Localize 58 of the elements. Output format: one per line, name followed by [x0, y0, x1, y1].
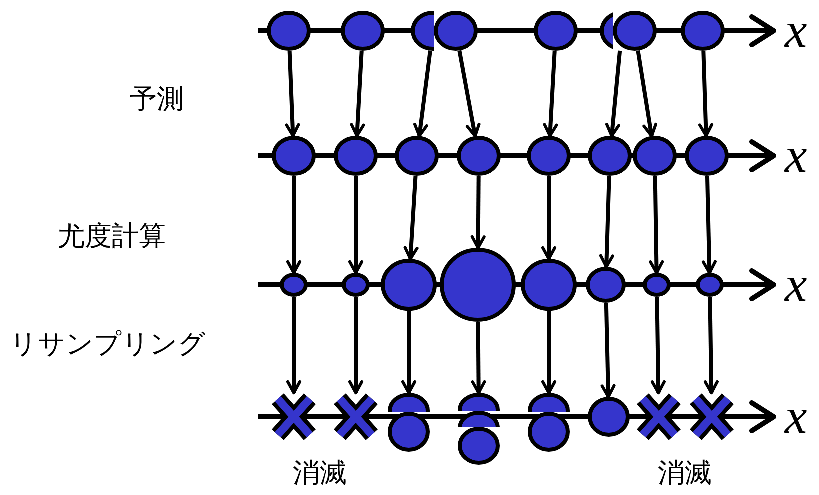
- cross-mark: [270, 391, 318, 443]
- arrow: [285, 50, 300, 138]
- arrow: [542, 176, 556, 260]
- arrow: [414, 50, 432, 138]
- arrow: [543, 50, 558, 138]
- step-label: リサンプリング: [10, 331, 206, 358]
- particle-circle: [641, 271, 673, 299]
- cross-mark: [688, 391, 736, 443]
- cross-mark: [635, 391, 683, 443]
- particle-circle: [379, 257, 439, 313]
- particle-circle: [525, 134, 573, 178]
- arrow: [348, 176, 364, 274]
- arrow: [470, 176, 486, 250]
- particle-circle: [332, 134, 380, 178]
- step-label: 尤度計算: [58, 223, 166, 250]
- particle-circle: [393, 134, 441, 178]
- arrow: [348, 297, 364, 394]
- arrow: [702, 176, 717, 274]
- arrow: [402, 311, 416, 394]
- particle-circle: [586, 134, 634, 178]
- particle-circle: [694, 271, 726, 299]
- particle-circle: [532, 9, 580, 53]
- arrow: [542, 311, 556, 394]
- arrow: [600, 302, 616, 398]
- particle-circle: [586, 395, 632, 439]
- particle-circle: [679, 9, 727, 53]
- cross-mark: [332, 391, 380, 443]
- note-label: 消滅: [658, 460, 712, 487]
- particle-circle: [265, 9, 313, 53]
- particle-circle: [438, 246, 518, 324]
- arrow: [458, 50, 481, 138]
- arrow: [704, 296, 719, 394]
- arrow: [286, 176, 302, 274]
- step-label: 予測: [130, 86, 184, 113]
- particle-circle: [519, 257, 579, 313]
- particle-circle: [584, 265, 628, 305]
- axis-label: x: [785, 259, 808, 309]
- arrow: [698, 50, 714, 138]
- arrow: [471, 322, 486, 394]
- arrow: [606, 50, 622, 138]
- particle-circle: [339, 9, 387, 53]
- arrow: [599, 176, 614, 268]
- particle-circle: [455, 134, 503, 178]
- axis-label: x: [785, 5, 808, 55]
- particle-circle: [340, 271, 372, 299]
- arrow: [636, 50, 658, 138]
- particle-circle: [270, 134, 318, 178]
- axis-label: x: [785, 130, 808, 180]
- arrow: [350, 50, 366, 138]
- arrow: [650, 296, 666, 394]
- axis-label: x: [785, 391, 808, 441]
- arrow: [404, 176, 419, 261]
- arrow: [649, 176, 664, 274]
- particle-circle: [683, 134, 731, 178]
- particle-circle: [631, 134, 679, 178]
- arrow: [286, 297, 302, 394]
- note-label: 消滅: [293, 460, 347, 487]
- particle-circle: [278, 271, 310, 299]
